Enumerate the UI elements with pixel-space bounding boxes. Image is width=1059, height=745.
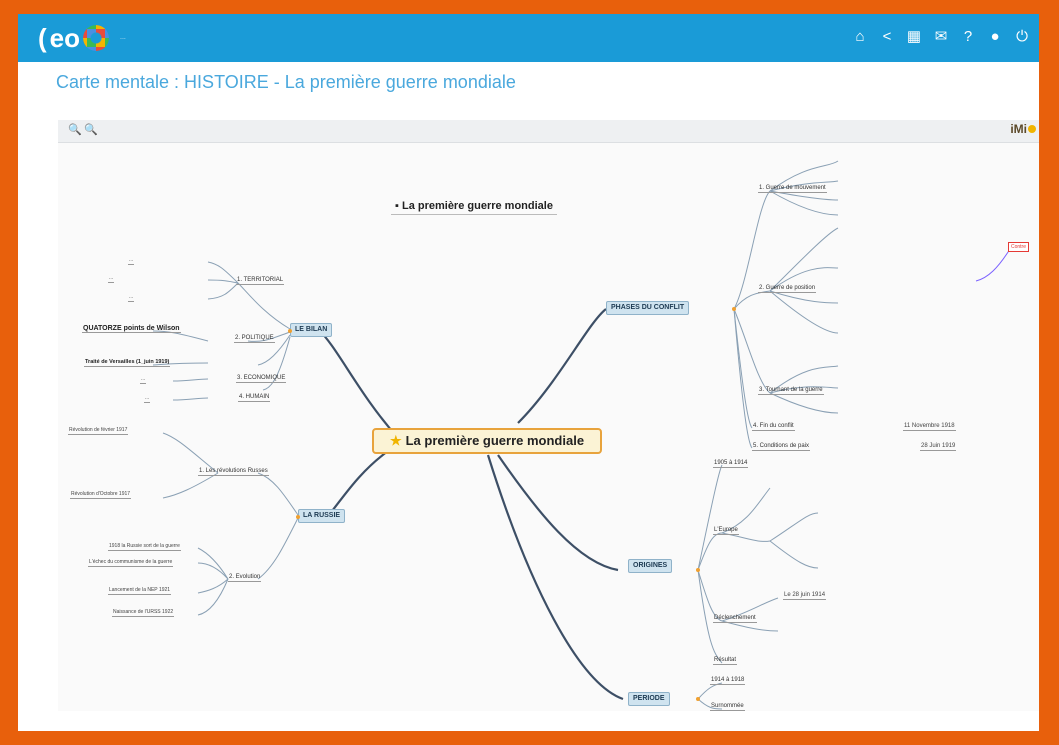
- connector-dot: [732, 307, 736, 311]
- node-politique[interactable]: 2. POLITIQUE: [234, 335, 275, 343]
- mail-icon[interactable]: ✉: [934, 28, 948, 45]
- subtitle-label: La première guerre mondiale: [401, 200, 553, 212]
- logo-bracket: (: [38, 23, 47, 53]
- link-origines: [497, 454, 619, 572]
- node-humain[interactable]: 4. HUMAIN: [238, 394, 271, 402]
- link-periode: [486, 454, 624, 701]
- central-topic[interactable]: ★La première guerre mondiale: [372, 428, 602, 454]
- connector-dot: [296, 515, 300, 519]
- node-h1[interactable]: ...: [144, 395, 151, 403]
- node-urss[interactable]: Naissance de l'URSS 1922: [112, 609, 175, 617]
- node-conditions[interactable]: 5. Conditions de paix: [752, 443, 811, 451]
- node-economique[interactable]: 3. ECONOMIQUE: [236, 375, 287, 383]
- power-icon[interactable]: ⏻: [1016, 28, 1028, 45]
- home-icon[interactable]: ⌂: [855, 28, 865, 45]
- logo-letters: eo: [49, 23, 81, 53]
- node-t2[interactable]: ...: [108, 275, 115, 283]
- node-versailles[interactable]: Traité de Versailles (1_juin 1919): [84, 359, 171, 367]
- node-fin[interactable]: 4. Fin du conflit: [752, 423, 795, 431]
- link-phases: [517, 308, 607, 424]
- node-territorial[interactable]: 1. TERRITORIAL: [236, 277, 285, 285]
- branch-phases[interactable]: PHASES DU CONFLIT: [606, 301, 690, 315]
- node-position[interactable]: 2. Guerre de position: [758, 285, 817, 293]
- share-icon[interactable]: <: [882, 28, 892, 45]
- node-sort[interactable]: 1918 la Russie sort de la guerre: [108, 543, 181, 551]
- node-date-fin[interactable]: 11 Novembre 1918: [903, 423, 956, 431]
- map-subtitle[interactable]: ▪ La première guerre mondiale: [391, 200, 557, 215]
- map-links: [152, 160, 1011, 710]
- node-mouvement[interactable]: 1. Guerre de mouvement: [758, 185, 827, 193]
- node-echec[interactable]: L'échec du communisme de la guerre: [88, 559, 174, 567]
- node-nep[interactable]: Lancement de la NEP 1921: [108, 587, 172, 595]
- connector-dot: [696, 697, 700, 701]
- user-icon[interactable]: ●: [990, 28, 1000, 45]
- leo-logo[interactable]: ( eo ...: [38, 24, 156, 52]
- logo-tagline: ...: [120, 34, 126, 41]
- link-bilan: [317, 328, 399, 439]
- contre-tag[interactable]: Contre: [1008, 242, 1030, 252]
- imindmap-logo: iMi: [1010, 122, 1036, 136]
- help-icon[interactable]: ?: [963, 28, 973, 45]
- app-frame: ( eo ... ⌂ < ▦ ✉ ? ● ⏻ Carte mentale : H…: [18, 14, 1039, 731]
- connector-dot: [288, 329, 292, 333]
- branch-russie[interactable]: LA RUSSIE: [298, 509, 346, 523]
- node-date-attentat[interactable]: Le 28 juin 1914: [783, 592, 827, 600]
- branch-bilan[interactable]: LE BILAN: [290, 323, 333, 337]
- node-e1[interactable]: ...: [140, 376, 147, 384]
- page-title: Carte mentale : HISTOIRE - La première g…: [56, 72, 516, 92]
- branch-periode[interactable]: PERIODE: [628, 692, 670, 706]
- subtitle-bullet-icon: ▪: [395, 200, 402, 212]
- node-europe[interactable]: L'Europe: [713, 527, 739, 535]
- node-declenchement[interactable]: Déclenchement: [713, 615, 757, 623]
- central-label: La première guerre mondiale: [405, 433, 585, 448]
- top-icons: ⌂ < ▦ ✉ ? ● ⏻: [851, 28, 1031, 46]
- node-revolutions[interactable]: 1. Les révolutions Russes: [198, 468, 269, 476]
- zoom-out-icon[interactable]: 🔍: [84, 124, 98, 136]
- map-toolbar: 🔍 🔍 iMi: [58, 120, 1039, 143]
- star-icon: ★: [389, 433, 402, 448]
- node-t1[interactable]: ...: [128, 257, 135, 265]
- mind-map-canvas[interactable]: ★La première guerre mondiale ▪ La premiè…: [58, 143, 1039, 711]
- grid-icon[interactable]: ▦: [906, 28, 922, 45]
- node-surnommee[interactable]: Surnommée: [710, 703, 745, 711]
- node-periode-date[interactable]: 1914 à 1918: [710, 677, 746, 685]
- node-quatorze[interactable]: QUATORZE points de Wilson: [82, 325, 181, 333]
- link-russie: [327, 450, 389, 517]
- node-origines-date[interactable]: 1905 à 1914: [713, 460, 749, 468]
- zoom-in-icon[interactable]: 🔍: [68, 124, 82, 136]
- logo-ring-icon: [83, 25, 110, 51]
- node-date-paix[interactable]: 28 Juin 1919: [920, 443, 957, 451]
- node-fevrier[interactable]: Révolution de février 1917: [68, 427, 129, 435]
- node-resultat[interactable]: Résultat: [713, 657, 738, 665]
- node-octobre[interactable]: Révolution d'Octobre 1917: [70, 491, 132, 499]
- top-bar: ( eo ... ⌂ < ▦ ✉ ? ● ⏻: [18, 14, 1039, 62]
- connector-dot: [696, 568, 700, 572]
- node-tournant[interactable]: 3. Tournant de la guerre: [758, 387, 824, 395]
- node-t3[interactable]: ...: [128, 294, 135, 302]
- branch-origines[interactable]: ORIGINES: [628, 559, 673, 573]
- node-evolution[interactable]: 2. Evolution: [228, 574, 262, 582]
